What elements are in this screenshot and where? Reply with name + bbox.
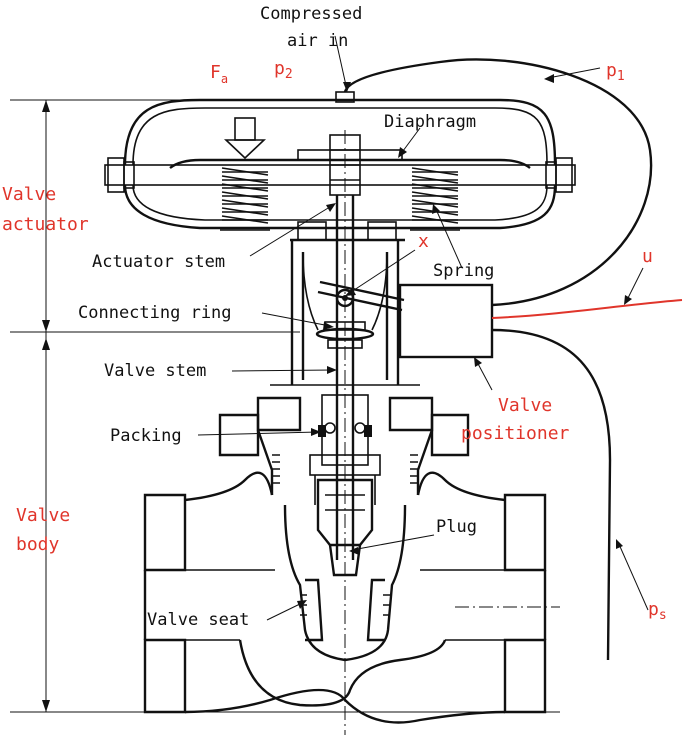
force-arrow-icon bbox=[223, 117, 267, 160]
compressed-air-label-line1: Compressed bbox=[260, 4, 362, 24]
signal-lines bbox=[343, 58, 683, 661]
spring-label: Spring bbox=[433, 261, 494, 281]
valve-body-label-line2: body bbox=[16, 534, 60, 555]
valve-actuator-label-line2: actuator bbox=[2, 214, 89, 235]
packing-label: Packing bbox=[110, 426, 182, 446]
dimension-lines bbox=[10, 99, 560, 713]
u-label: u bbox=[642, 246, 653, 267]
actuator-housing bbox=[104, 91, 576, 230]
compressed-air-label-line2: air in bbox=[287, 31, 348, 51]
yoke bbox=[270, 221, 420, 386]
ps-label: ps bbox=[648, 599, 667, 623]
valve-stem-label: Valve stem bbox=[104, 361, 206, 381]
valve-positioner-box bbox=[398, 283, 494, 359]
feedback-linkage bbox=[317, 280, 405, 312]
valve-body-label-line1: Valve bbox=[16, 505, 70, 526]
springs bbox=[220, 159, 460, 231]
actuator-stem-label: Actuator stem bbox=[92, 252, 225, 272]
leader-lines bbox=[197, 35, 649, 621]
diaphragm-label: Diaphragm bbox=[384, 112, 476, 132]
bonnet bbox=[218, 394, 470, 505]
connecting-ring-label: Connecting ring bbox=[78, 303, 232, 323]
valve-seat-label: Valve seat bbox=[147, 610, 249, 630]
valve-actuator-label-line1: Valve bbox=[2, 184, 56, 205]
x-label: x bbox=[418, 231, 429, 252]
p1-label: p1 bbox=[606, 60, 625, 84]
p2-label: p2 bbox=[274, 58, 293, 82]
fa-label: Fa bbox=[210, 62, 228, 86]
valve-positioner-label-line2: positioner bbox=[461, 423, 570, 444]
valve-body bbox=[143, 471, 560, 724]
valve-positioner-label-line1: Valve bbox=[498, 395, 552, 416]
plug-label: Plug bbox=[436, 517, 477, 537]
stem bbox=[329, 130, 361, 735]
